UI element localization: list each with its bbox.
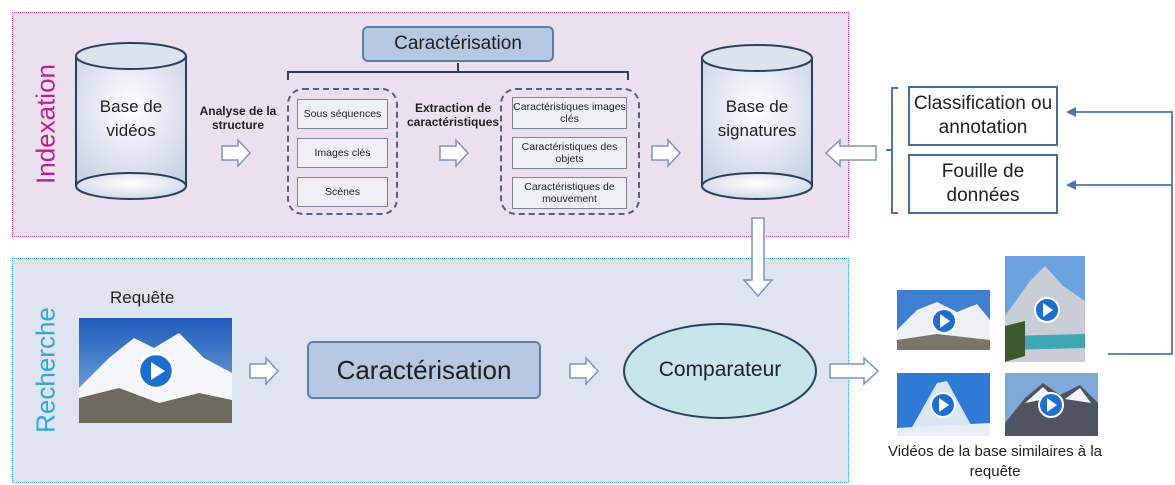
images-cles-box: Images clés <box>297 138 388 168</box>
block-arrow-icon <box>651 138 682 168</box>
extraction-label: Extraction de caractéristiques <box>407 101 500 129</box>
play-icon <box>137 352 175 390</box>
comparateur-ellipse <box>623 323 817 419</box>
caract-objets-box: Caractéristiques des objets <box>512 137 627 169</box>
caract-images-cles-label: Caractéristiques images clés <box>513 101 626 125</box>
sous-sequences-box: Sous séquences <box>297 99 388 129</box>
caract-images-cles-box: Caractéristiques images clés <box>512 97 627 129</box>
result-video-3[interactable] <box>897 373 990 436</box>
scenes-label: Scènes <box>324 186 361 198</box>
play-icon <box>1034 297 1060 323</box>
features-group <box>500 88 640 215</box>
base-signatures-cylinder-icon <box>701 44 813 200</box>
result-video-1[interactable] <box>897 290 990 350</box>
sous-sequences-label: Sous séquences <box>303 108 382 120</box>
block-arrow-icon <box>249 356 280 386</box>
feedback-arrow-classification <box>1066 107 1173 355</box>
play-icon <box>931 308 957 334</box>
fouille-box: Fouille de données <box>908 154 1058 214</box>
block-arrow-left-icon <box>824 138 877 168</box>
segmentation-group <box>287 88 398 215</box>
base-signatures-label: Base de signatures <box>717 97 797 140</box>
caracterisation-label: Caractérisation <box>336 354 512 385</box>
caracterisation-bracket <box>287 63 629 80</box>
side-bracket <box>886 87 898 214</box>
fouille-label: Fouille de données <box>941 161 1025 206</box>
block-arrow-icon <box>221 138 252 168</box>
classification-box: Classification ou annotation <box>908 86 1058 146</box>
result-video-4[interactable] <box>1005 373 1098 436</box>
results-caption: Vidéos de la base similaires à la requêt… <box>887 443 1102 480</box>
scenes-box: Scènes <box>297 177 388 207</box>
comparateur-label: Comparateur <box>658 358 782 381</box>
block-arrow-icon <box>829 356 880 386</box>
block-arrow-down-icon <box>742 217 774 298</box>
analyse-label: Analyse de la structure <box>199 104 277 132</box>
caract-mouvement-box: Caractéristiques de mouvement <box>512 177 627 209</box>
play-icon <box>930 392 956 418</box>
caract-mouvement-label: Caractéristiques de mouvement <box>524 181 615 205</box>
caracterisation-title-box: Caractérisation <box>362 26 554 62</box>
base-videos-cylinder-icon <box>75 42 187 200</box>
base-videos-label: Base de vidéos <box>99 97 163 140</box>
caracterisation-box: Caractérisation <box>307 341 541 399</box>
caracterisation-title-label: Caractérisation <box>394 33 522 54</box>
play-icon <box>1038 392 1064 418</box>
images-cles-label: Images clés <box>314 147 371 159</box>
caract-objets-label: Caractéristiques des objets <box>521 141 618 165</box>
requete-label: Requête <box>110 288 175 307</box>
requete-video-thumbnail[interactable] <box>79 318 232 423</box>
block-arrow-icon <box>439 138 470 168</box>
result-video-2[interactable] <box>1005 256 1085 362</box>
classification-label: Classification ou annotation <box>913 93 1053 138</box>
block-arrow-icon <box>569 356 600 386</box>
